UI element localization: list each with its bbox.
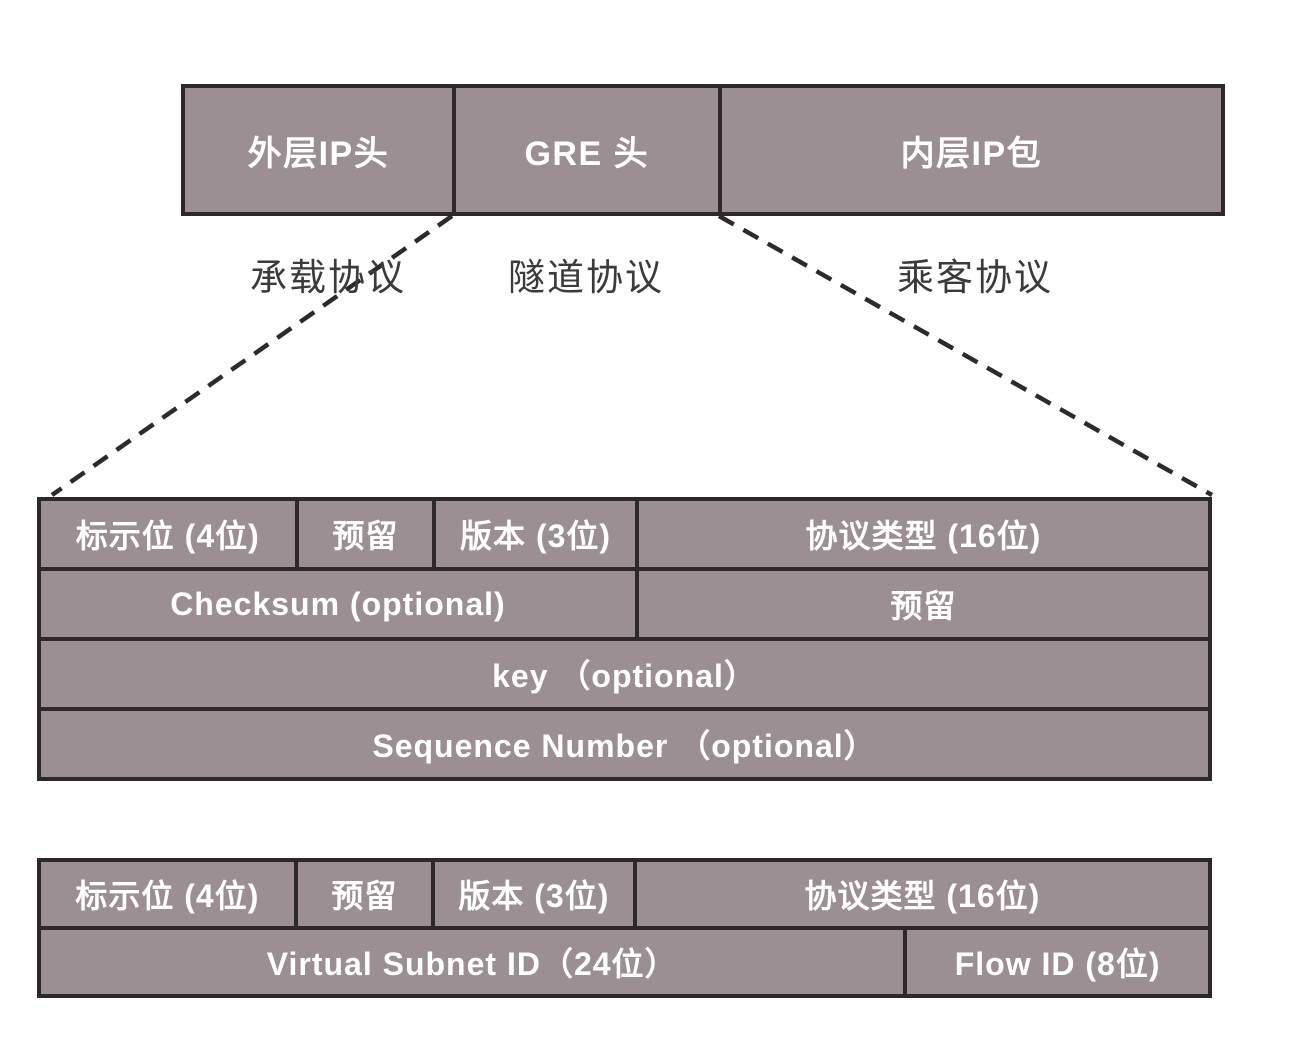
- nvgre-cell-protocol-type: 协议类型 (16位): [636, 862, 1208, 926]
- label-tunnel-protocol: 隧道协议: [508, 257, 664, 298]
- nvgre-cell-version: 版本 (3位): [434, 862, 633, 926]
- gre-cell-reserved1: 预留: [298, 501, 433, 567]
- gre-header-table: 标示位 (4位) 预留 版本 (3位) 协议类型 (16位) Checksum …: [37, 497, 1212, 781]
- gre-cell-checksum: Checksum (optional): [41, 571, 635, 637]
- nvgre-header-table: 标示位 (4位) 预留 版本 (3位) 协议类型 (16位) Virtual S…: [37, 858, 1212, 998]
- gre-cell-reserved2: 预留: [638, 571, 1208, 637]
- segment-outer-ip-header: 外层IP头: [185, 88, 452, 212]
- gre-cell-sequence-number: Sequence Number （optional）: [41, 711, 1208, 777]
- label-passenger-protocol: 乘客协议: [897, 257, 1053, 298]
- nvgre-cell-virtual-subnet-id: Virtual Subnet ID（24位）: [41, 930, 904, 994]
- nvgre-cell-flow-id: Flow ID (8位): [907, 930, 1208, 994]
- segment-gre-header: GRE 头: [455, 88, 718, 212]
- segment-inner-ip-packet: 内层IP包: [721, 88, 1221, 212]
- packet-structure-row: 外层IP头 GRE 头 内层IP包: [181, 84, 1225, 216]
- gre-cell-flags: 标示位 (4位): [41, 501, 295, 567]
- gre-cell-key: key （optional）: [41, 641, 1208, 707]
- nvgre-cell-reserved: 预留: [297, 862, 431, 926]
- label-carrier-protocol: 承载协议: [250, 257, 406, 298]
- gre-cell-protocol-type: 协议类型 (16位): [638, 501, 1208, 567]
- gre-cell-version: 版本 (3位): [436, 501, 635, 567]
- nvgre-cell-flags: 标示位 (4位): [41, 862, 294, 926]
